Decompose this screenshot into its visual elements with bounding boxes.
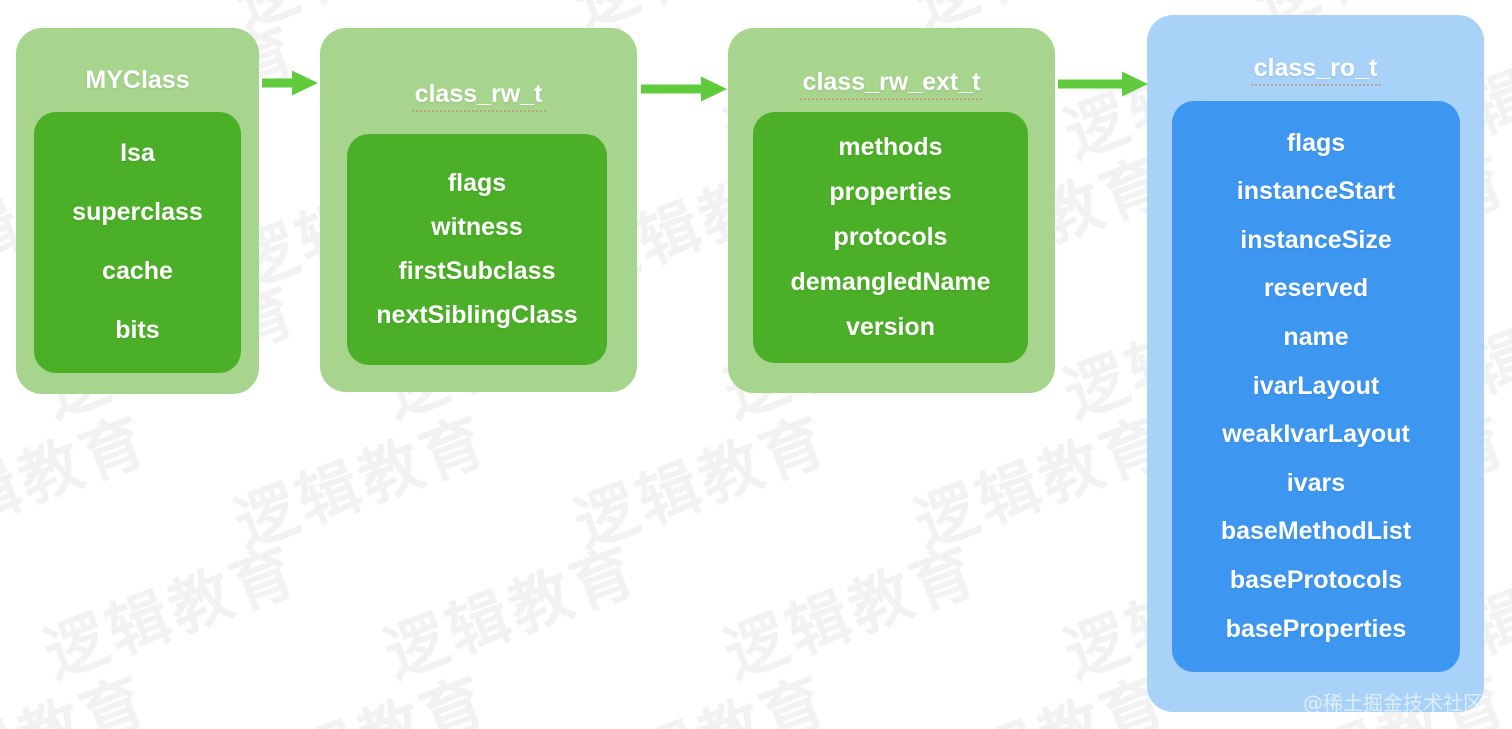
struct-fields-class_rw_ext_t: methods properties protocols demangledName v… xyxy=(753,112,1028,363)
field-class_ro_t-name: name xyxy=(1283,322,1349,351)
watermark-text: 逻辑教育 xyxy=(374,532,648,692)
arrow-shaft xyxy=(262,78,292,88)
watermark-text: 逻辑教育 xyxy=(220,650,499,729)
field-class_rw_t-firstsubclass: firstSubclass xyxy=(398,256,556,285)
struct-title-class_rw_t: class_rw_t xyxy=(320,80,637,109)
field-class_ro_t-baseproperties: baseProperties xyxy=(1225,614,1407,643)
field-class_rw_t-flags: flags xyxy=(447,168,507,197)
field-myclass-cache: cache xyxy=(102,257,173,285)
field-class_ro_t-reserved: reserved xyxy=(1263,274,1369,303)
field-class_ro_t-weakivarlayout: weakIvarLayout xyxy=(1222,420,1410,449)
field-class_ro_t-basemethodlist: baseMethodList xyxy=(1220,517,1412,546)
struct-title-class_rw_ext_t: class_rw_ext_t xyxy=(728,68,1055,97)
watermark-text: 逻辑教育 xyxy=(224,402,498,562)
watermark-text: 逻辑教育 xyxy=(0,650,159,729)
arrow-head xyxy=(1122,71,1148,97)
arrow-head xyxy=(292,70,318,96)
field-class_rw_ext_t-properties: properties xyxy=(829,177,952,206)
field-class_rw_t-witness: witness xyxy=(431,212,523,241)
watermark-text: 逻辑教育 xyxy=(904,402,1178,562)
arrow-shaft xyxy=(1058,79,1122,89)
field-class_rw_ext_t-version: version xyxy=(846,312,935,341)
struct-fields-myclass: Isa superclass cache bits xyxy=(34,112,241,373)
field-class_ro_t-ivarlayout: ivarLayout xyxy=(1252,371,1380,400)
arrow-head xyxy=(701,76,727,102)
field-class_ro_t-baseprotocols: baseProtocols xyxy=(1229,565,1403,594)
field-class_ro_t-ivars: ivars xyxy=(1286,468,1346,497)
field-class_rw_ext_t-protocols: protocols xyxy=(833,222,948,251)
arrow-rwext-to-ro xyxy=(1058,71,1148,97)
arrow-myclass-to-rw xyxy=(262,70,318,96)
arrow-shaft xyxy=(641,84,701,94)
watermark-text: 逻辑教育 xyxy=(0,402,158,562)
field-class_ro_t-instancestart: instanceStart xyxy=(1236,177,1396,206)
watermark-text: 逻辑教育 xyxy=(564,402,838,562)
corner-credit-watermark: @稀土掘金技术社区 xyxy=(1303,691,1483,715)
struct-title-class_ro_t: class_ro_t xyxy=(1147,54,1484,83)
watermark-text: 逻辑教育 xyxy=(714,532,988,692)
watermark-text: 逻辑教育 xyxy=(560,650,839,729)
struct-title-myclass: MYClass xyxy=(85,66,190,94)
watermark-text: 逻辑教育 xyxy=(900,650,1179,729)
field-myclass-isa: Isa xyxy=(120,139,155,167)
field-myclass-superclass: superclass xyxy=(72,198,203,226)
field-class_rw_t-nextsiblingclass: nextSiblingClass xyxy=(376,300,578,329)
arrow-rw-to-rwext xyxy=(641,76,727,102)
field-class_ro_t-flags: flags xyxy=(1286,128,1346,157)
field-class_rw_ext_t-demangledname: demangledName xyxy=(790,267,991,296)
watermark-text: 逻辑教育 xyxy=(34,532,308,692)
field-class_ro_t-instancesize: instanceSize xyxy=(1240,225,1392,254)
field-myclass-bits: bits xyxy=(115,316,160,344)
struct-fields-class_rw_t: flags witness firstSubclass nextSiblingClas… xyxy=(347,134,607,365)
struct-fields-class_ro_t: flags instanceStart instanceSize reserved na… xyxy=(1172,101,1460,672)
field-class_rw_ext_t-methods: methods xyxy=(838,132,943,161)
